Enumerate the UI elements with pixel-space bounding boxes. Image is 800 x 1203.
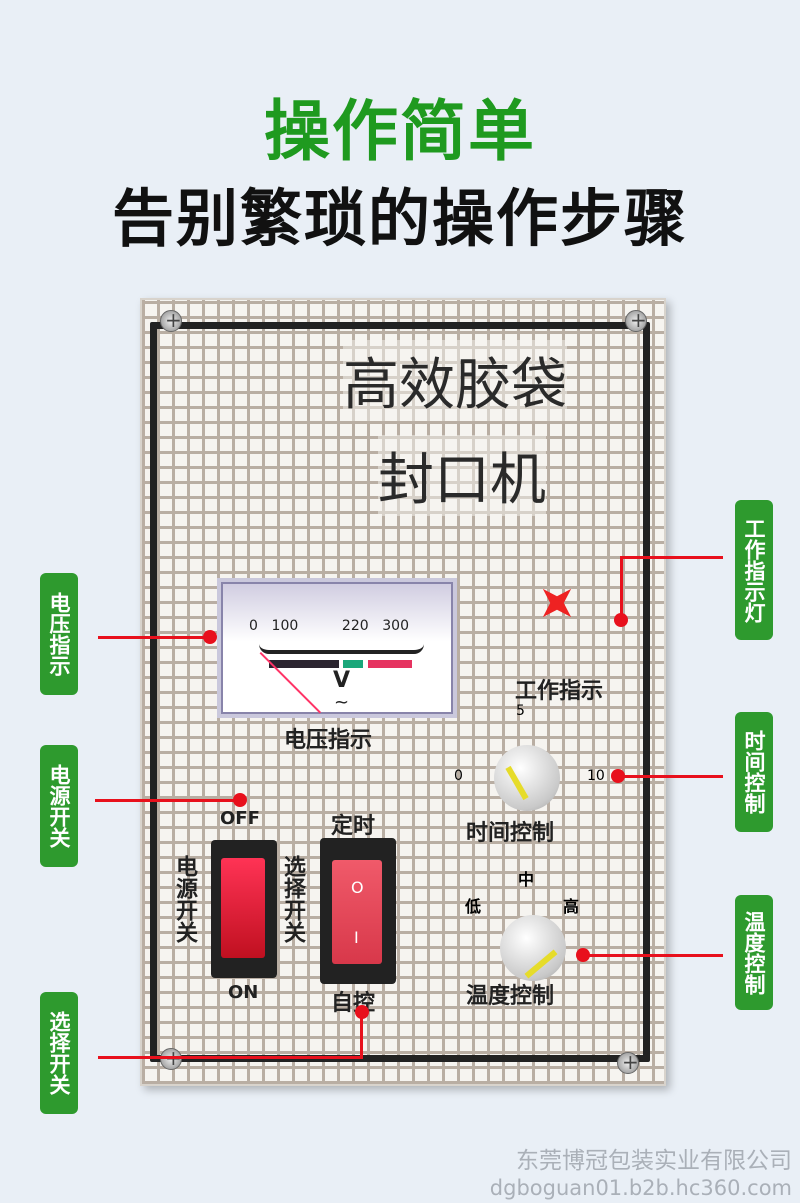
voltmeter: 0 100 220 300 V ~ [217, 578, 457, 718]
time-dial-min: 0 [454, 768, 463, 784]
indicator-label: 工作指示 [515, 679, 604, 704]
power-on-label: ON [228, 982, 259, 1003]
switch-o-mark: O [351, 878, 364, 897]
meter-caption: 电压指示 [284, 728, 373, 753]
temp-dial-low: 低 [465, 897, 482, 916]
meter-tick: 300 [382, 618, 409, 634]
headline: 操作简单 [264, 93, 536, 170]
meter-scale [259, 644, 424, 654]
time-knob[interactable] [494, 745, 560, 811]
power-switch[interactable] [211, 840, 277, 978]
meter-band-green [343, 660, 363, 668]
callout-line [98, 636, 210, 639]
power-switch-label: 电源开关 [172, 855, 197, 943]
callout-line [620, 556, 723, 559]
switch-i-mark: I [354, 928, 359, 947]
screw-icon [625, 308, 647, 332]
time-dial-max: 10 [587, 768, 605, 784]
meter-band-black [269, 660, 339, 668]
watermark-company: 东莞博冠包装实业有限公司 [516, 1148, 792, 1174]
temp-dial-mid: 中 [518, 870, 535, 889]
meter-ac-symbol: ~ [334, 692, 350, 713]
watermark-url: dgboguan01.b2b.hc360.com [489, 1176, 792, 1200]
select-top-label: 定时 [331, 814, 376, 839]
meter-tick: 220 [341, 618, 369, 634]
panel-border [150, 322, 650, 1062]
callout-line [360, 1012, 363, 1059]
callout-line [98, 1056, 363, 1059]
callout-dot [233, 793, 247, 807]
callout-power: 电源开关 [40, 745, 78, 867]
meter-tick: 0 [249, 618, 258, 634]
callout-temperature: 温度控制 [735, 895, 773, 1010]
callout-dot [355, 1005, 369, 1019]
callout-dot [614, 613, 628, 627]
temp-dial-caption: 温度控制 [466, 984, 555, 1009]
panel-title-line2: 封口机 [378, 435, 546, 516]
callout-line [618, 775, 723, 778]
screw-icon [160, 308, 182, 332]
callout-voltage: 电压指示 [40, 573, 78, 695]
temperature-knob[interactable] [500, 915, 566, 981]
power-off-label: OFF [220, 808, 260, 829]
screw-icon [160, 1046, 182, 1070]
time-dial-mid: 5 [516, 703, 525, 719]
callout-line [620, 556, 623, 620]
screw-icon [617, 1050, 639, 1074]
time-dial-caption: 时间控制 [466, 821, 555, 846]
callout-indicator-light: 工作指示灯 [735, 500, 773, 640]
select-switch-label: 选择开关 [280, 855, 305, 943]
meter-unit: V [333, 668, 351, 693]
callout-line [95, 799, 240, 802]
panel-title-line1: 高效胶袋 [343, 340, 567, 421]
meter-band-red [368, 660, 412, 668]
meter-tick: 100 [271, 618, 299, 634]
callout-line [583, 954, 723, 957]
callout-dot [576, 948, 590, 962]
callout-select: 选择开关 [40, 992, 78, 1114]
callout-time: 时间控制 [735, 712, 773, 832]
callout-dot [203, 630, 217, 644]
temp-dial-high: 高 [563, 897, 580, 916]
select-switch[interactable]: O I [320, 838, 396, 984]
callout-dot [611, 769, 625, 783]
subheadline: 告别繁琐的操作步骤 [111, 182, 688, 255]
